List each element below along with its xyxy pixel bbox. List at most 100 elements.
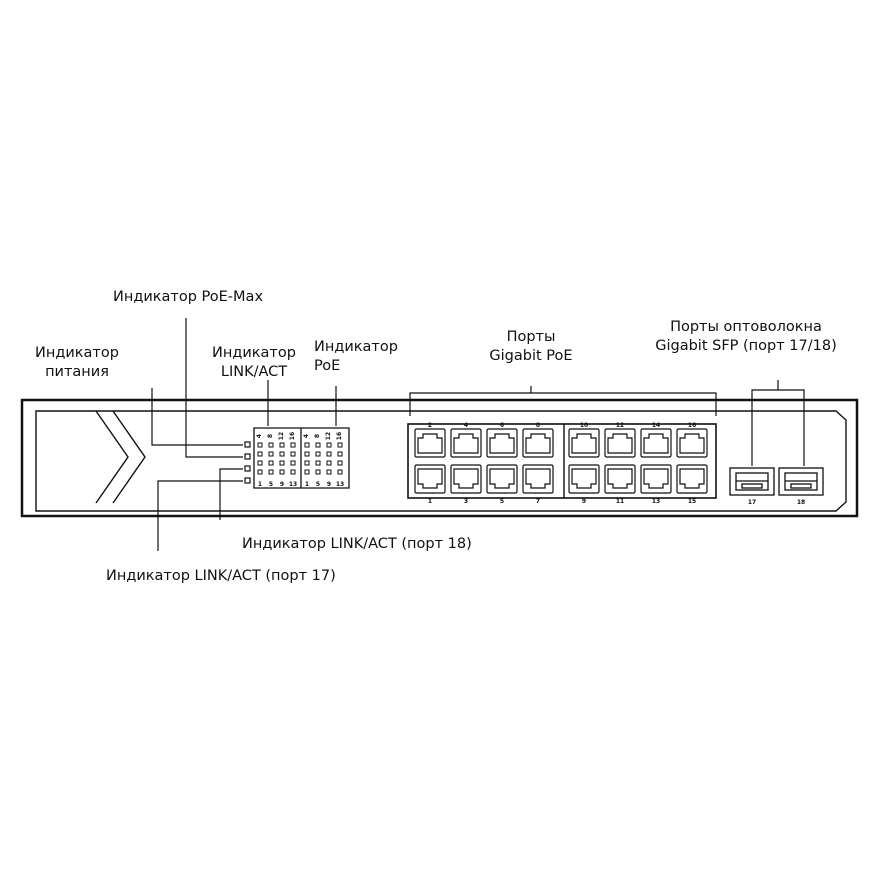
port-number-label: 13: [652, 498, 660, 505]
label-ports-line1: Порты: [506, 329, 556, 345]
led-number-bottom: 9: [327, 481, 331, 488]
led-number-top: 8: [267, 434, 274, 438]
led-icon: [290, 460, 296, 466]
label-link-act-indicator: Индикатор LINK/ACT: [204, 344, 304, 382]
label-gigabit-poe-ports: Порты Gigabit PoE: [466, 328, 596, 366]
rj45-port-11[interactable]: [604, 464, 636, 494]
led-number-top: 4: [303, 434, 310, 438]
switch-chassis: [20, 398, 859, 518]
rj45-port-13[interactable]: [640, 464, 672, 494]
rj45-port-4[interactable]: [450, 428, 482, 458]
led-number-top: 12: [278, 432, 285, 440]
led-icon: [279, 469, 285, 475]
label-link-act-line2: LINK/ACT: [220, 364, 288, 380]
port-number-label: 15: [688, 498, 696, 505]
led-icon: [337, 460, 343, 466]
led-icon: [279, 442, 285, 448]
led-icon: [304, 442, 310, 448]
led-icon: [279, 460, 285, 466]
led-number-bottom: 13: [289, 481, 297, 488]
rj45-port-16[interactable]: [676, 428, 708, 458]
rj45-port-8[interactable]: [522, 428, 554, 458]
port-number-label: 7: [536, 498, 540, 505]
port-number-label: 2: [428, 422, 432, 429]
label-power-indicator: Индикатор питания: [26, 344, 128, 382]
label-poe-indicator: Индикатор PoE: [314, 338, 398, 376]
label-poe-line1: Индикатор: [314, 339, 398, 355]
rj45-port-2[interactable]: [414, 428, 446, 458]
rj45-ports: [414, 428, 708, 494]
sfp-number-18: 18: [797, 499, 805, 506]
led-number-bottom: 1: [258, 481, 262, 488]
rj45-port-3[interactable]: [450, 464, 482, 494]
led-icon: [268, 460, 274, 466]
led-icon: [326, 460, 332, 466]
led-icon: [337, 469, 343, 475]
rj45-port-bank: [407, 423, 717, 499]
sfp-port-17[interactable]: [729, 467, 775, 496]
label-sfp-line1: Порты оптоволокна: [670, 319, 822, 335]
label-link-act-port18: Индикатор LINK/ACT (порт 18): [242, 536, 472, 552]
led-icon: [337, 451, 343, 457]
led-icon: [315, 460, 321, 466]
led-number-bottom: 13: [336, 481, 344, 488]
port-number-label: 8: [536, 422, 540, 429]
led-icon: [257, 451, 263, 457]
port-number-label: 16: [688, 422, 696, 429]
rj45-port-12[interactable]: [604, 428, 636, 458]
led-number-bottom: 1: [305, 481, 309, 488]
label-sfp-ports: Порты оптоволокна Gigabit SFP (порт 17/1…: [636, 318, 856, 356]
led-icon: [268, 469, 274, 475]
led-number-bottom: 9: [280, 481, 284, 488]
label-sfp-line2: Gigabit SFP (порт 17/18): [655, 338, 837, 354]
rj45-port-7[interactable]: [522, 464, 554, 494]
sfp-port-18[interactable]: [778, 467, 824, 496]
led-icon: [290, 442, 296, 448]
status-leds: [244, 441, 251, 484]
label-power-line2: питания: [45, 364, 109, 380]
led-icon: [279, 451, 285, 457]
led-number-top: 16: [289, 432, 296, 440]
led-number-bottom: 5: [269, 481, 273, 488]
led-icon: [257, 460, 263, 466]
port-number-label: 14: [652, 422, 660, 429]
rj45-port-10[interactable]: [568, 428, 600, 458]
label-ports-line2: Gigabit PoE: [489, 348, 573, 364]
port-number-label: 6: [500, 422, 504, 429]
port-number-label: 4: [464, 422, 468, 429]
led-number-top: 4: [256, 434, 263, 438]
label-poe-line2: PoE: [314, 358, 341, 374]
led-icon: [268, 442, 274, 448]
port-number-label: 11: [616, 498, 624, 505]
port-number-label: 9: [582, 498, 586, 505]
led-number-bottom: 5: [316, 481, 320, 488]
led-icon: [326, 442, 332, 448]
led-icon: [268, 451, 274, 457]
led-icon: [337, 442, 343, 448]
led-icon: [315, 442, 321, 448]
led-number-top: 16: [336, 432, 343, 440]
led-icon: [315, 469, 321, 475]
rj45-port-6[interactable]: [486, 428, 518, 458]
rj45-port-5[interactable]: [486, 464, 518, 494]
port-number-label: 10: [580, 422, 588, 429]
port-number-label: 5: [500, 498, 504, 505]
rj45-port-15[interactable]: [676, 464, 708, 494]
led-icon: [290, 469, 296, 475]
port-number-label: 1: [428, 498, 432, 505]
led-grid-poe: 4 1 8 5 12 9 16 13: [303, 432, 344, 488]
led-icon: [257, 442, 263, 448]
led-grid-link-act: 4 1 8 5 12 9 16 13: [256, 432, 297, 488]
led-block-poe: [301, 427, 350, 489]
rj45-port-14[interactable]: [640, 428, 672, 458]
led-icon: [257, 469, 263, 475]
led-icon: [315, 451, 321, 457]
led-number-top: 12: [325, 432, 332, 440]
rj45-port-1[interactable]: [414, 464, 446, 494]
label-poe-max-indicator: Индикатор PoE-Max: [113, 289, 264, 305]
led-number-top: 8: [314, 434, 321, 438]
sfp-number-17: 17: [748, 499, 756, 506]
rj45-port-9[interactable]: [568, 464, 600, 494]
callout-lines: [151, 318, 805, 551]
